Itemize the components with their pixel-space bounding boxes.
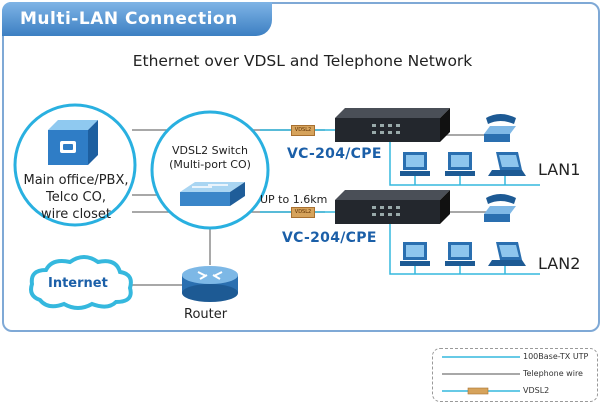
legend-utp-label: 100Base-TX UTP	[523, 352, 589, 361]
main-office-label-line-1: Main office/PBX,	[23, 173, 129, 188]
cpe-device-bottom-icon	[335, 190, 450, 224]
lan2-pc-2-icon	[445, 242, 475, 266]
internet-label: Internet	[48, 276, 108, 291]
distance-label: UP to 1.6km	[260, 193, 328, 206]
telephone-top-icon	[484, 114, 516, 142]
switch-label: VDSL2 Switch (Multi-port CO)	[160, 144, 260, 172]
lan2-laptop-icon	[488, 242, 526, 266]
switch-label-line-1: VDSL2 Switch	[172, 144, 248, 157]
internet-cloud-icon	[29, 255, 133, 310]
telephone-bottom-icon	[484, 194, 516, 222]
main-office-label-line-3: wire closet	[40, 207, 111, 222]
lan1-pc-2-icon	[445, 152, 475, 176]
main-office-label: Main office/PBX, Telco CO, wire closet	[20, 172, 132, 223]
legend-box	[432, 348, 598, 402]
router-icon	[182, 266, 238, 302]
lan2-pc-1-icon	[400, 242, 430, 266]
switch-label-line-2: (Multi-port CO)	[169, 158, 251, 171]
lan2-label: LAN2	[538, 254, 581, 273]
diagram-subtitle: Ethernet over VDSL and Telephone Network	[132, 52, 473, 70]
diagram-title: Multi-LAN Connection	[2, 2, 272, 36]
cpe-top-to-lan1	[389, 142, 540, 186]
vdsl-switch-icon	[180, 182, 245, 206]
vdsl-tag-bottom: VDSL2	[291, 207, 315, 218]
lan1-pc-1-icon	[400, 152, 430, 176]
router-label: Router	[184, 307, 228, 322]
lan1-laptop-icon	[488, 152, 526, 176]
legend-vdsl-label: VDSL2	[523, 386, 550, 395]
cpe-bottom-label: VC-204/CPE	[282, 230, 377, 246]
cpe-top-label: VC-204/CPE	[287, 146, 382, 162]
cpe-device-top-icon	[335, 108, 450, 142]
legend-telephone-label: Telephone wire	[523, 369, 583, 378]
main-office-label-line-2: Telco CO,	[45, 190, 107, 205]
lan1-label: LAN1	[538, 160, 581, 179]
pbx-cube-icon	[48, 120, 98, 165]
legend-vdsl-tag	[467, 387, 489, 395]
vdsl-tag-top: VDSL2	[291, 125, 315, 136]
cpe-bottom-to-lan2	[389, 222, 540, 275]
